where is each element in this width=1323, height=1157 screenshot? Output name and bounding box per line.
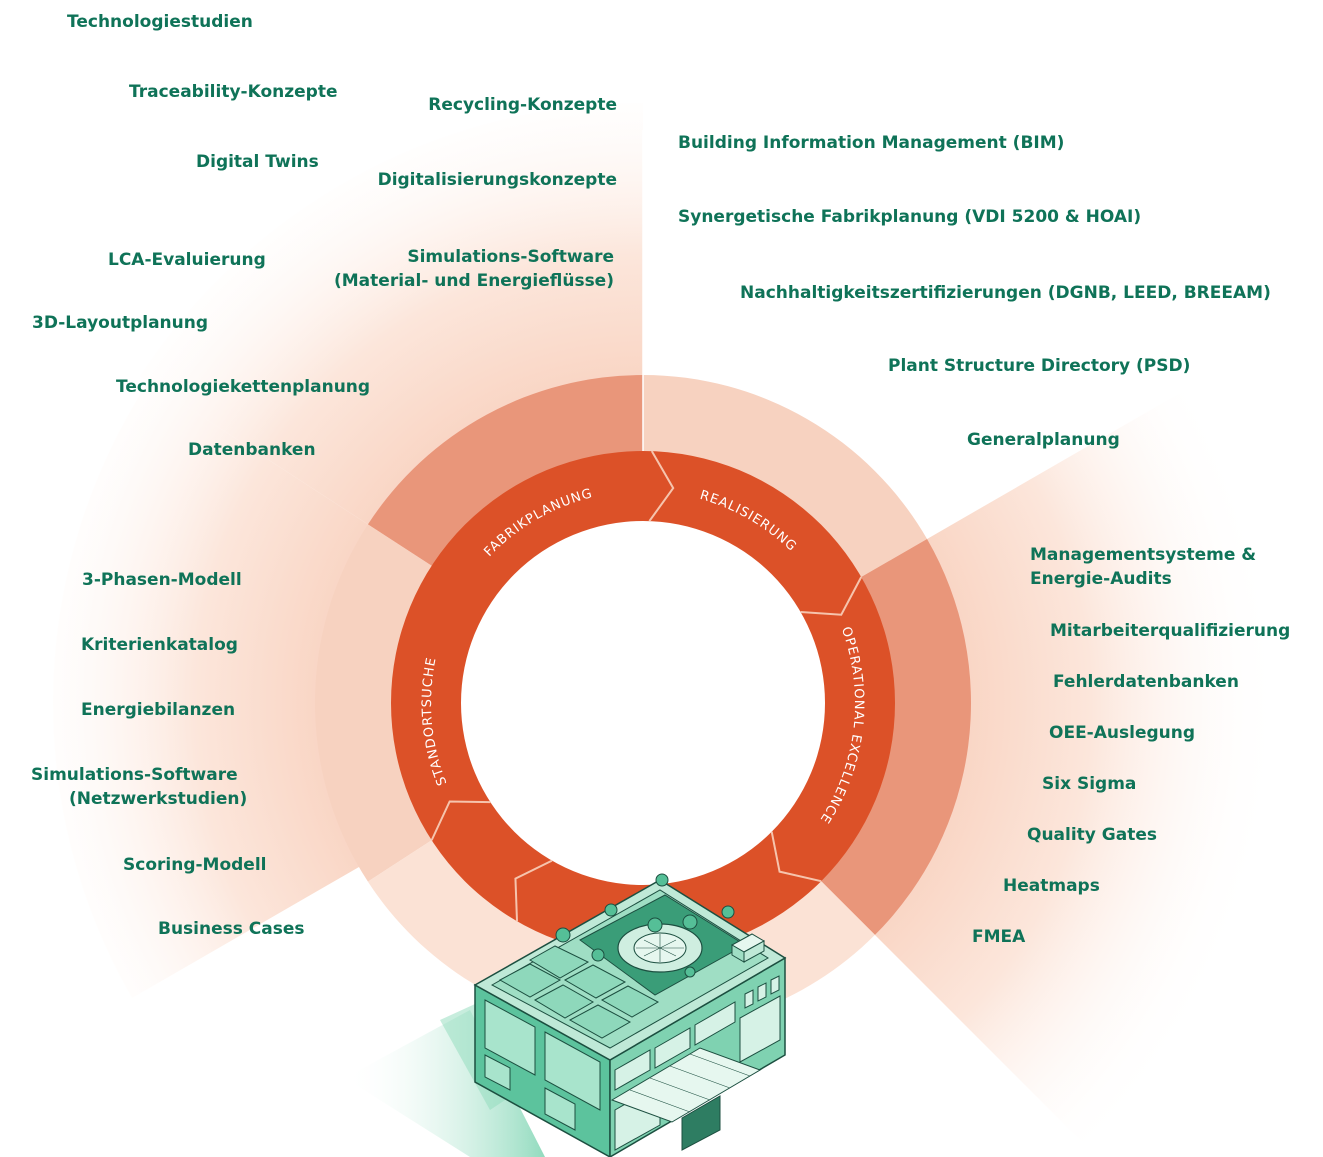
method-heatmaps: Heatmaps [1003, 876, 1100, 896]
method-technologiestudien: Technologiestudien [67, 12, 253, 32]
method-simulations-software-material: Simulations-Software (Material- und Ener… [334, 245, 614, 293]
method-recycling-konzepte: Recycling-Konzepte [428, 95, 617, 115]
method-mitarbeiterqualifizierung: Mitarbeiterqualifizierung [1050, 621, 1291, 641]
method-3-phasen-modell: 3-Phasen-Modell [82, 570, 242, 590]
method-traceability-konzepte: Traceability-Konzepte [129, 82, 338, 102]
method-datenbanken: Datenbanken [188, 440, 316, 460]
method-oee-auslegung: OEE-Auslegung [1049, 723, 1196, 743]
method-fmea: FMEA [972, 927, 1026, 947]
method-nachhaltigkeitszertifizierungen: Nachhaltigkeitszertifizierungen (DGNB, L… [740, 283, 1271, 303]
method-lca-evaluierung: LCA-Evaluierung [108, 250, 266, 270]
method-kriterienkatalog: Kriterienkatalog [81, 635, 238, 655]
method-digital-twins: Digital Twins [196, 152, 319, 172]
simulation-line-2: (Material- und Energieflüsse) [334, 271, 614, 291]
method-plant-structure-directory: Plant Structure Directory (PSD) [888, 356, 1191, 376]
managementsysteme-line-2: Energie-Audits [1030, 569, 1172, 589]
method-six-sigma: Six Sigma [1042, 774, 1137, 794]
method-generalplanung: Generalplanung [967, 430, 1120, 450]
managementsysteme-line-1: Managementsysteme & [1030, 545, 1257, 565]
method-energiebilanzen: Energiebilanzen [81, 700, 236, 720]
method-fehlerdatenbanken: Fehlerdatenbanken [1053, 672, 1239, 692]
phase-ring-band [391, 451, 895, 955]
simulation-line-1: Simulations-Software [31, 765, 238, 785]
simulation-line-2: (Netzwerkstudien) [69, 789, 248, 809]
method-scoring-modell: Scoring-Modell [123, 855, 267, 875]
fabrikplanung-mid-sector [367, 375, 643, 576]
phase-ring [391, 450, 895, 955]
simulation-line-1: Simulations-Software [407, 247, 614, 267]
method-bim: Building Information Management (BIM) [678, 133, 1065, 153]
method-quality-gates: Quality Gates [1027, 825, 1158, 845]
method-simulations-software-netzwerk: Simulations-Software (Netzwerkstudien) [31, 763, 247, 811]
method-business-cases: Business Cases [158, 919, 305, 939]
factory-building-icon [345, 873, 787, 1157]
realisierung-mid-sector [643, 375, 928, 586]
method-3d-layoutplanung: 3D-Layoutplanung [32, 313, 209, 333]
method-synergetische-fabrikplanung: Synergetische Fabrikplanung (VDI 5200 & … [678, 207, 1142, 227]
method-technologiekettenplanung: Technologiekettenplanung [116, 377, 371, 397]
method-digitalisierungskonzepte: Digitalisierungskonzepte [377, 170, 617, 190]
method-managementsysteme: Managementsysteme & Energie-Audits [1030, 543, 1256, 591]
standortsuche-fan [52, 381, 434, 998]
